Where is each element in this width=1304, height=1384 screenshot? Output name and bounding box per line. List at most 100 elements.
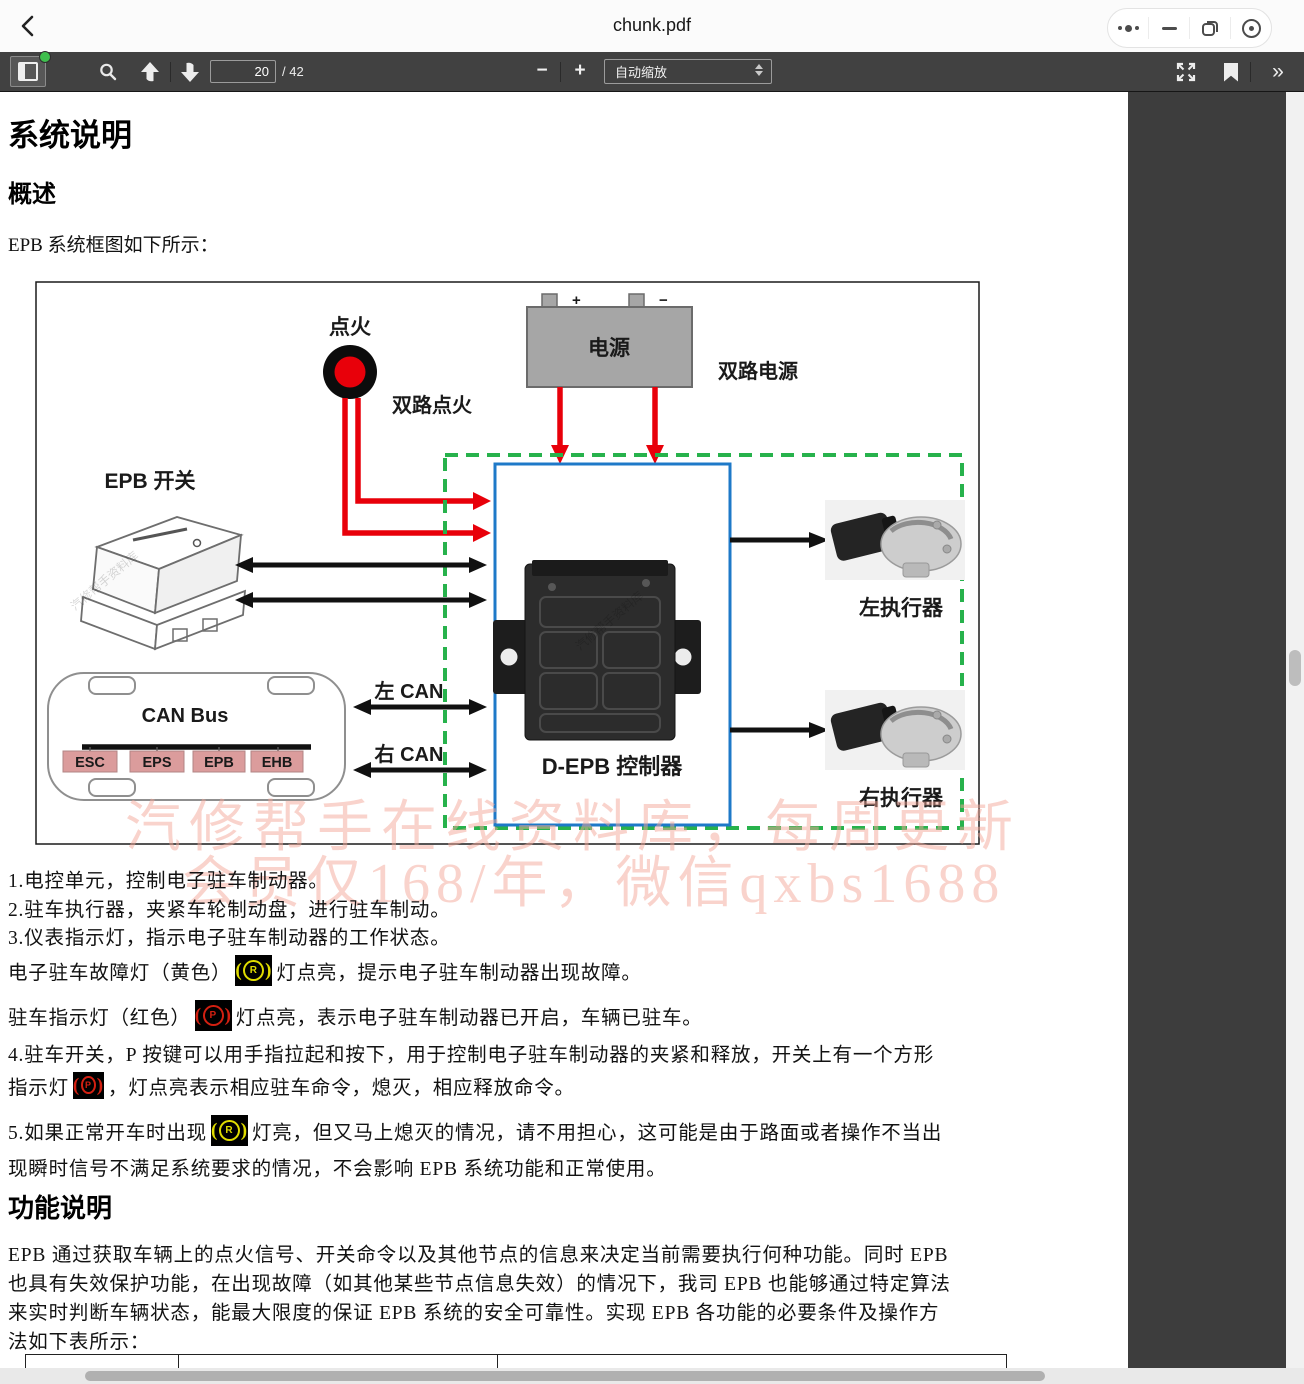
capsule-divider [1189,17,1190,39]
epb-system-diagram: 点火 双路点火 + − 电源 双路电源 [35,281,980,845]
note-8: 5.如果正常开车时出现 R 灯亮，但又马上熄灭的情况，请不用担心，这可能是由于路… [8,1110,942,1150]
function-paragraph: EPB 通过获取车辆上的点火信号、开关命令以及其他节点的信息来决定当前需要执行何… [8,1241,951,1357]
dual-ignition-label: 双路点火 [392,393,473,417]
note-8-text-b: 灯亮，但又马上熄灭的情况，请不用担心，这可能是由于路面或者操作不当出 [251,1122,943,1144]
note-9: 现瞬时信号不满足系统要求的情况，不会影响 EPB 系统功能和正常使用。 [8,1159,667,1180]
note-5: 驻车指示灯（红色） P 灯点亮，表示电子驻车制动器已开启，车辆已驻车。 [8,995,703,1035]
node-esc-label: ESC [75,755,105,771]
note-7: 指示灯 P ，灯点亮表示相应驻车命令，熄灭，相应释放命令。 [8,1062,575,1108]
right-actuator-label: 右执行器 [859,786,944,810]
left-can-label: 左 CAN [375,679,444,703]
minimize-icon [1161,26,1177,30]
section-function-heading: 功能说明 [8,1193,113,1223]
restore-button[interactable] [1190,9,1230,47]
pdf-toolbar: / 42 − + 自动缩放 » [0,51,1304,92]
power-wires [342,387,658,536]
ecu-boundary-dashed-box [443,453,964,830]
toolbar-divider [1250,62,1251,82]
right-can-label: 右 CAN [375,742,444,766]
pdf-page: 系统说明 概述 EPB 系统框图如下所示： 点火 双路点火 + − 电源 双路电… [0,92,1128,1384]
note-4-text-a: 电子驻车故障灯（黄色） [8,962,232,984]
zoom-mode-select[interactable]: 自动缩放 [604,59,772,84]
can-arrows: 左 CAN 右 CAN [353,679,487,778]
can-bus-label: CAN Bus [142,705,229,727]
zoom-mode-label: 自动缩放 [615,65,668,80]
battery-plus-label: + [572,292,581,309]
park-indicator-lamp-icon: P [72,1071,104,1099]
app-titlebar: chunk.pdf [0,0,1304,52]
note-5-text-b: 灯点亮，表示电子驻车制动器已开启，车辆已驻车。 [235,1007,703,1029]
note-6: 4.驻车开关，P 按键可以用手指拉起和按下，用于控制电子驻车制动器的夹紧和释放，… [8,1045,935,1066]
note-7-text-b: ，灯点亮表示相应驻车命令，熄灭，相应释放命令。 [107,1077,575,1099]
sidebar-toggle-button[interactable] [10,51,51,87]
note-4-text-b: 灯点亮，提示电子驻车制动器出现故障。 [276,962,642,984]
scrollbar-corner [1286,1368,1304,1384]
intro-text: EPB 系统框图如下所示： [8,235,219,256]
vertical-scrollbar-thumb[interactable] [1289,650,1301,686]
section-overview-heading: 概述 [8,181,56,208]
capsule-divider [1230,17,1231,39]
window-controls [1107,8,1272,48]
search-button[interactable] [94,58,122,86]
arrow-up-icon [141,62,159,82]
ignition-label: 点火 [329,315,371,339]
left-actuator-label: 左执行器 [859,596,944,620]
actuator-drawing [825,500,965,580]
epb-switch-label: EPB 开关 [104,469,195,493]
paragraph-line: 也具有失效保护功能，在出现故障（如其他某些节点信息失效）的情况下，我司 EPB … [8,1274,951,1295]
bookmark-button[interactable] [1218,58,1244,86]
node-ehb-label: EHB [262,755,293,771]
battery-minus-label: − [659,292,668,309]
viewer-background [1128,92,1286,1384]
dual-power-label: 双路电源 [718,359,798,383]
note-2: 2.驻车执行器，夹紧车轮制动盘，进行驻车制动。 [8,900,451,921]
horizontal-scrollbar-thumb[interactable] [85,1371,1045,1381]
focus-button[interactable] [1231,9,1271,47]
note-5-text-a: 驻车指示灯（红色） [8,1007,191,1029]
toolbar-overflow-button[interactable]: » [1260,58,1294,86]
toolbar-divider [560,62,561,82]
zoom-in-button[interactable]: + [574,60,586,81]
power-label: 电源 [588,337,630,360]
park-indicator-lamp-icon: P [194,999,232,1031]
can-bus-car: CAN Bus ESC EPS EPB EHB [47,672,346,801]
more-dots-icon [1117,24,1139,32]
previous-page-button[interactable] [136,58,164,86]
ecu-module-drawing: D-EPB 控制器 [493,560,701,779]
controller-label: D-EPB 控制器 [542,754,684,779]
more-button[interactable] [1108,9,1148,47]
epb-fault-lamp-icon: R [210,1114,248,1146]
note-1: 1.电控单元，控制电子驻车制动器。 [8,871,329,892]
search-icon [100,63,117,81]
notification-dot [39,51,51,63]
note-7-text-a: 指示灯 [8,1077,69,1099]
minimize-button[interactable] [1149,9,1189,47]
note-8-text-a: 5.如果正常开车时出现 [8,1122,207,1144]
paragraph-line: EPB 通过获取车辆上的点火信号、开关命令以及其他节点的信息来决定当前需要执行何… [8,1245,949,1266]
page-count-label: / 42 [282,64,304,79]
toolbar-divider [170,62,171,82]
zoom-out-button[interactable]: − [536,60,548,81]
back-button[interactable] [16,13,42,39]
arrow-down-icon [181,62,199,82]
paragraph-line: 来实时判断车辆状态，能最大限度的保证 EPB 系统的安全可靠性。实现 EPB 各… [8,1303,940,1324]
bookmark-icon [1224,62,1238,82]
target-icon [1241,18,1261,38]
capsule-divider [1148,17,1149,39]
double-chevron-icon: » [1272,60,1284,83]
horizontal-scrollbar[interactable] [0,1368,1286,1384]
vertical-scrollbar[interactable] [1286,92,1304,1384]
switch-controller-arrows [235,557,487,608]
back-chevron-icon [21,15,34,37]
sidebar-icon [18,62,38,81]
select-spinner-icon [755,64,763,76]
ignition-symbol: 点火 双路点火 [323,315,473,417]
page-title: 系统说明 [8,118,132,153]
node-epb-label: EPB [204,755,234,771]
page-number-input[interactable] [210,60,276,83]
next-page-button[interactable] [176,58,204,86]
epb-switch-drawing: EPB 开关 [80,469,247,651]
presentation-mode-button[interactable] [1172,58,1200,86]
paragraph-line: 法如下表所示： [8,1332,151,1353]
actuator-drawing-right [825,690,965,770]
